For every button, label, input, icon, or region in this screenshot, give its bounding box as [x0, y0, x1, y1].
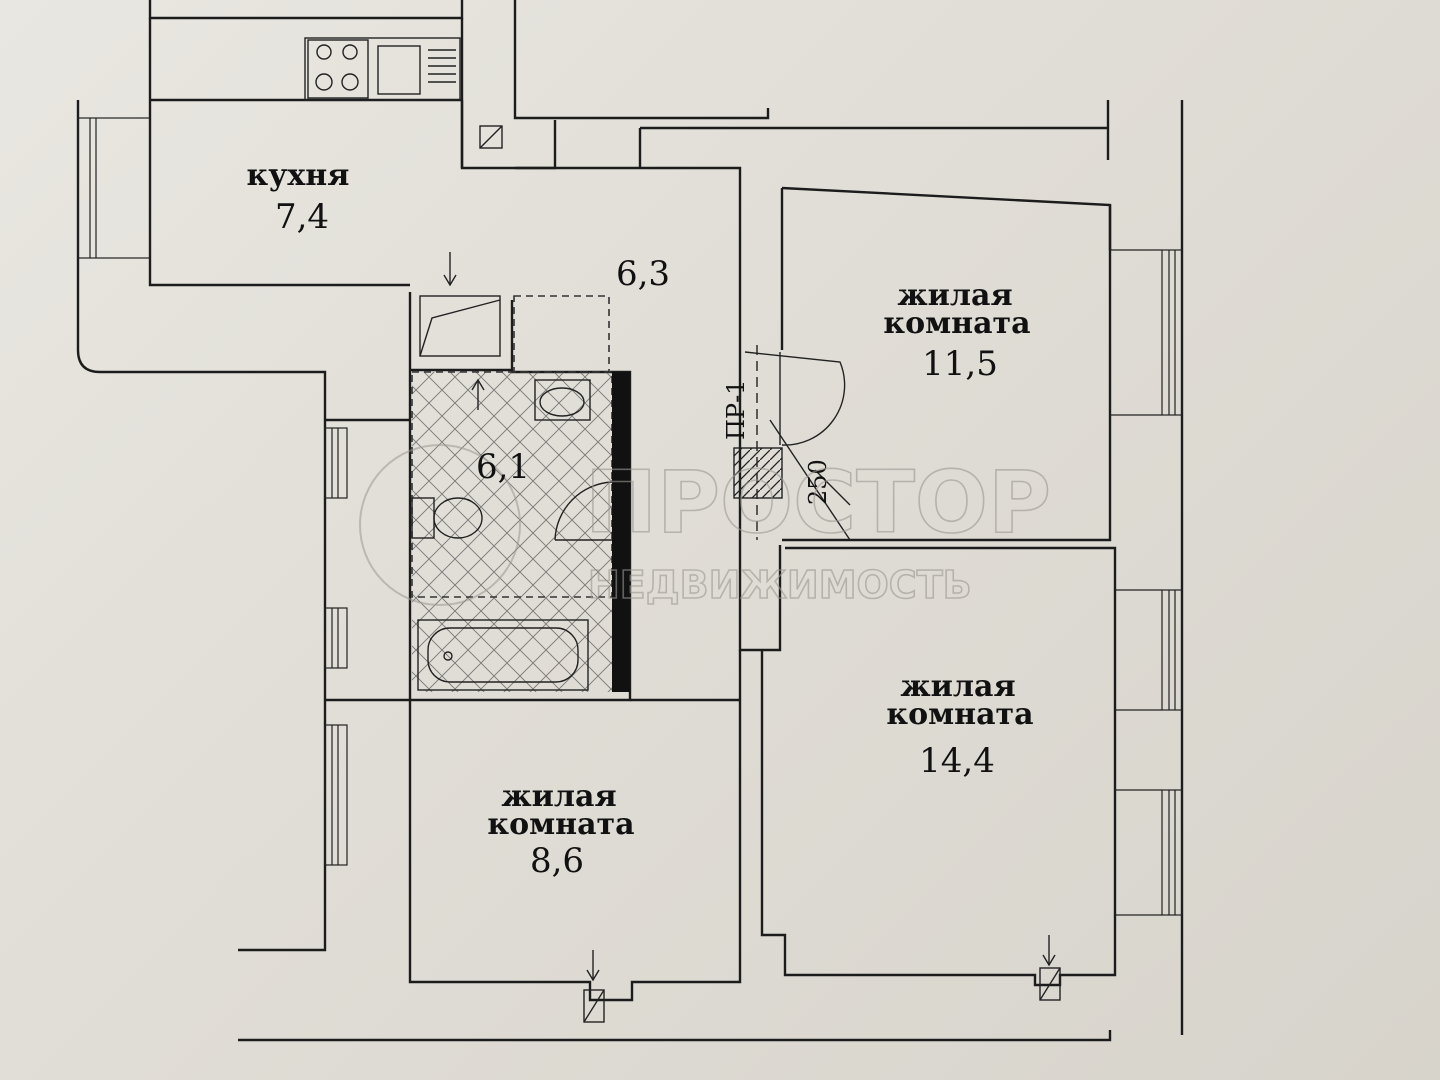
hall-area: 6,3 — [616, 254, 670, 294]
watermark-sub: НЕДВИЖИМОСТЬ — [588, 563, 972, 607]
watermark-brand: ПРОСТОР — [585, 453, 1051, 553]
room-bottom-left-label-2: комната — [487, 807, 634, 842]
toilet-icon — [411, 497, 483, 539]
room-bottom-left-label-1: жилая — [501, 779, 616, 814]
window-left-1 — [324, 427, 348, 499]
windows — [77, 117, 1183, 916]
window-right-2 — [1115, 589, 1183, 711]
arrow-down-icon — [443, 252, 457, 287]
kitchen-counter — [304, 37, 461, 101]
washbasin-icon — [534, 379, 591, 421]
watermark-logo-icon — [359, 444, 521, 606]
entry-markers — [443, 252, 1061, 1023]
room-bottom-left-area: 8,6 — [530, 841, 584, 881]
sink-icon — [377, 45, 456, 95]
window-left-2 — [324, 607, 348, 669]
room-top-right-label-2: комната — [883, 306, 1030, 341]
bathroom — [411, 295, 630, 692]
opening-width: 250 — [804, 459, 832, 505]
window-right-3 — [1115, 789, 1183, 916]
stove-icon — [307, 39, 369, 99]
bath-wall-thick — [612, 372, 630, 692]
door-swing-room-right — [744, 351, 846, 446]
bathtub-icon — [417, 619, 589, 691]
arrow-up-icon — [471, 378, 485, 410]
opening-code: ПР-1 — [722, 380, 750, 440]
window-kitchen-left — [77, 117, 151, 259]
window-left-3 — [324, 724, 348, 866]
room-top-right-label-1: жилая — [897, 278, 1012, 313]
room-top-right-area: 11,5 — [922, 344, 998, 384]
watermark: ПРОСТОР НЕДВИЖИМОСТЬ — [359, 444, 1052, 608]
partition-opening: ПР-1 250 — [722, 345, 851, 541]
kitchen-area: 7,4 — [275, 197, 329, 237]
vent-block-icon — [419, 295, 501, 357]
doors — [744, 351, 846, 446]
room-bottom-right-label-2: комната — [886, 697, 1033, 732]
kitchen-label: кухня — [247, 158, 350, 193]
room-bottom-right-area: 14,4 — [919, 741, 995, 781]
bath-area: 6,1 — [476, 447, 530, 487]
room-labels: кухня 7,4 6,3 6,1 жилая комната 11,5 жил… — [247, 158, 1034, 881]
vent-icon — [1039, 967, 1061, 1001]
arrow-down-icon — [1042, 935, 1056, 967]
arrow-down-icon — [586, 950, 600, 982]
window-right-1 — [1110, 249, 1183, 416]
tile-floor — [412, 372, 612, 692]
kitchen-fixtures — [304, 37, 503, 149]
vent-icon — [479, 125, 503, 149]
hatched-column — [733, 447, 783, 499]
vent-icon — [583, 989, 605, 1023]
bath-door-swing — [554, 481, 613, 541]
room-bottom-right-label-1: жилая — [900, 669, 1015, 704]
